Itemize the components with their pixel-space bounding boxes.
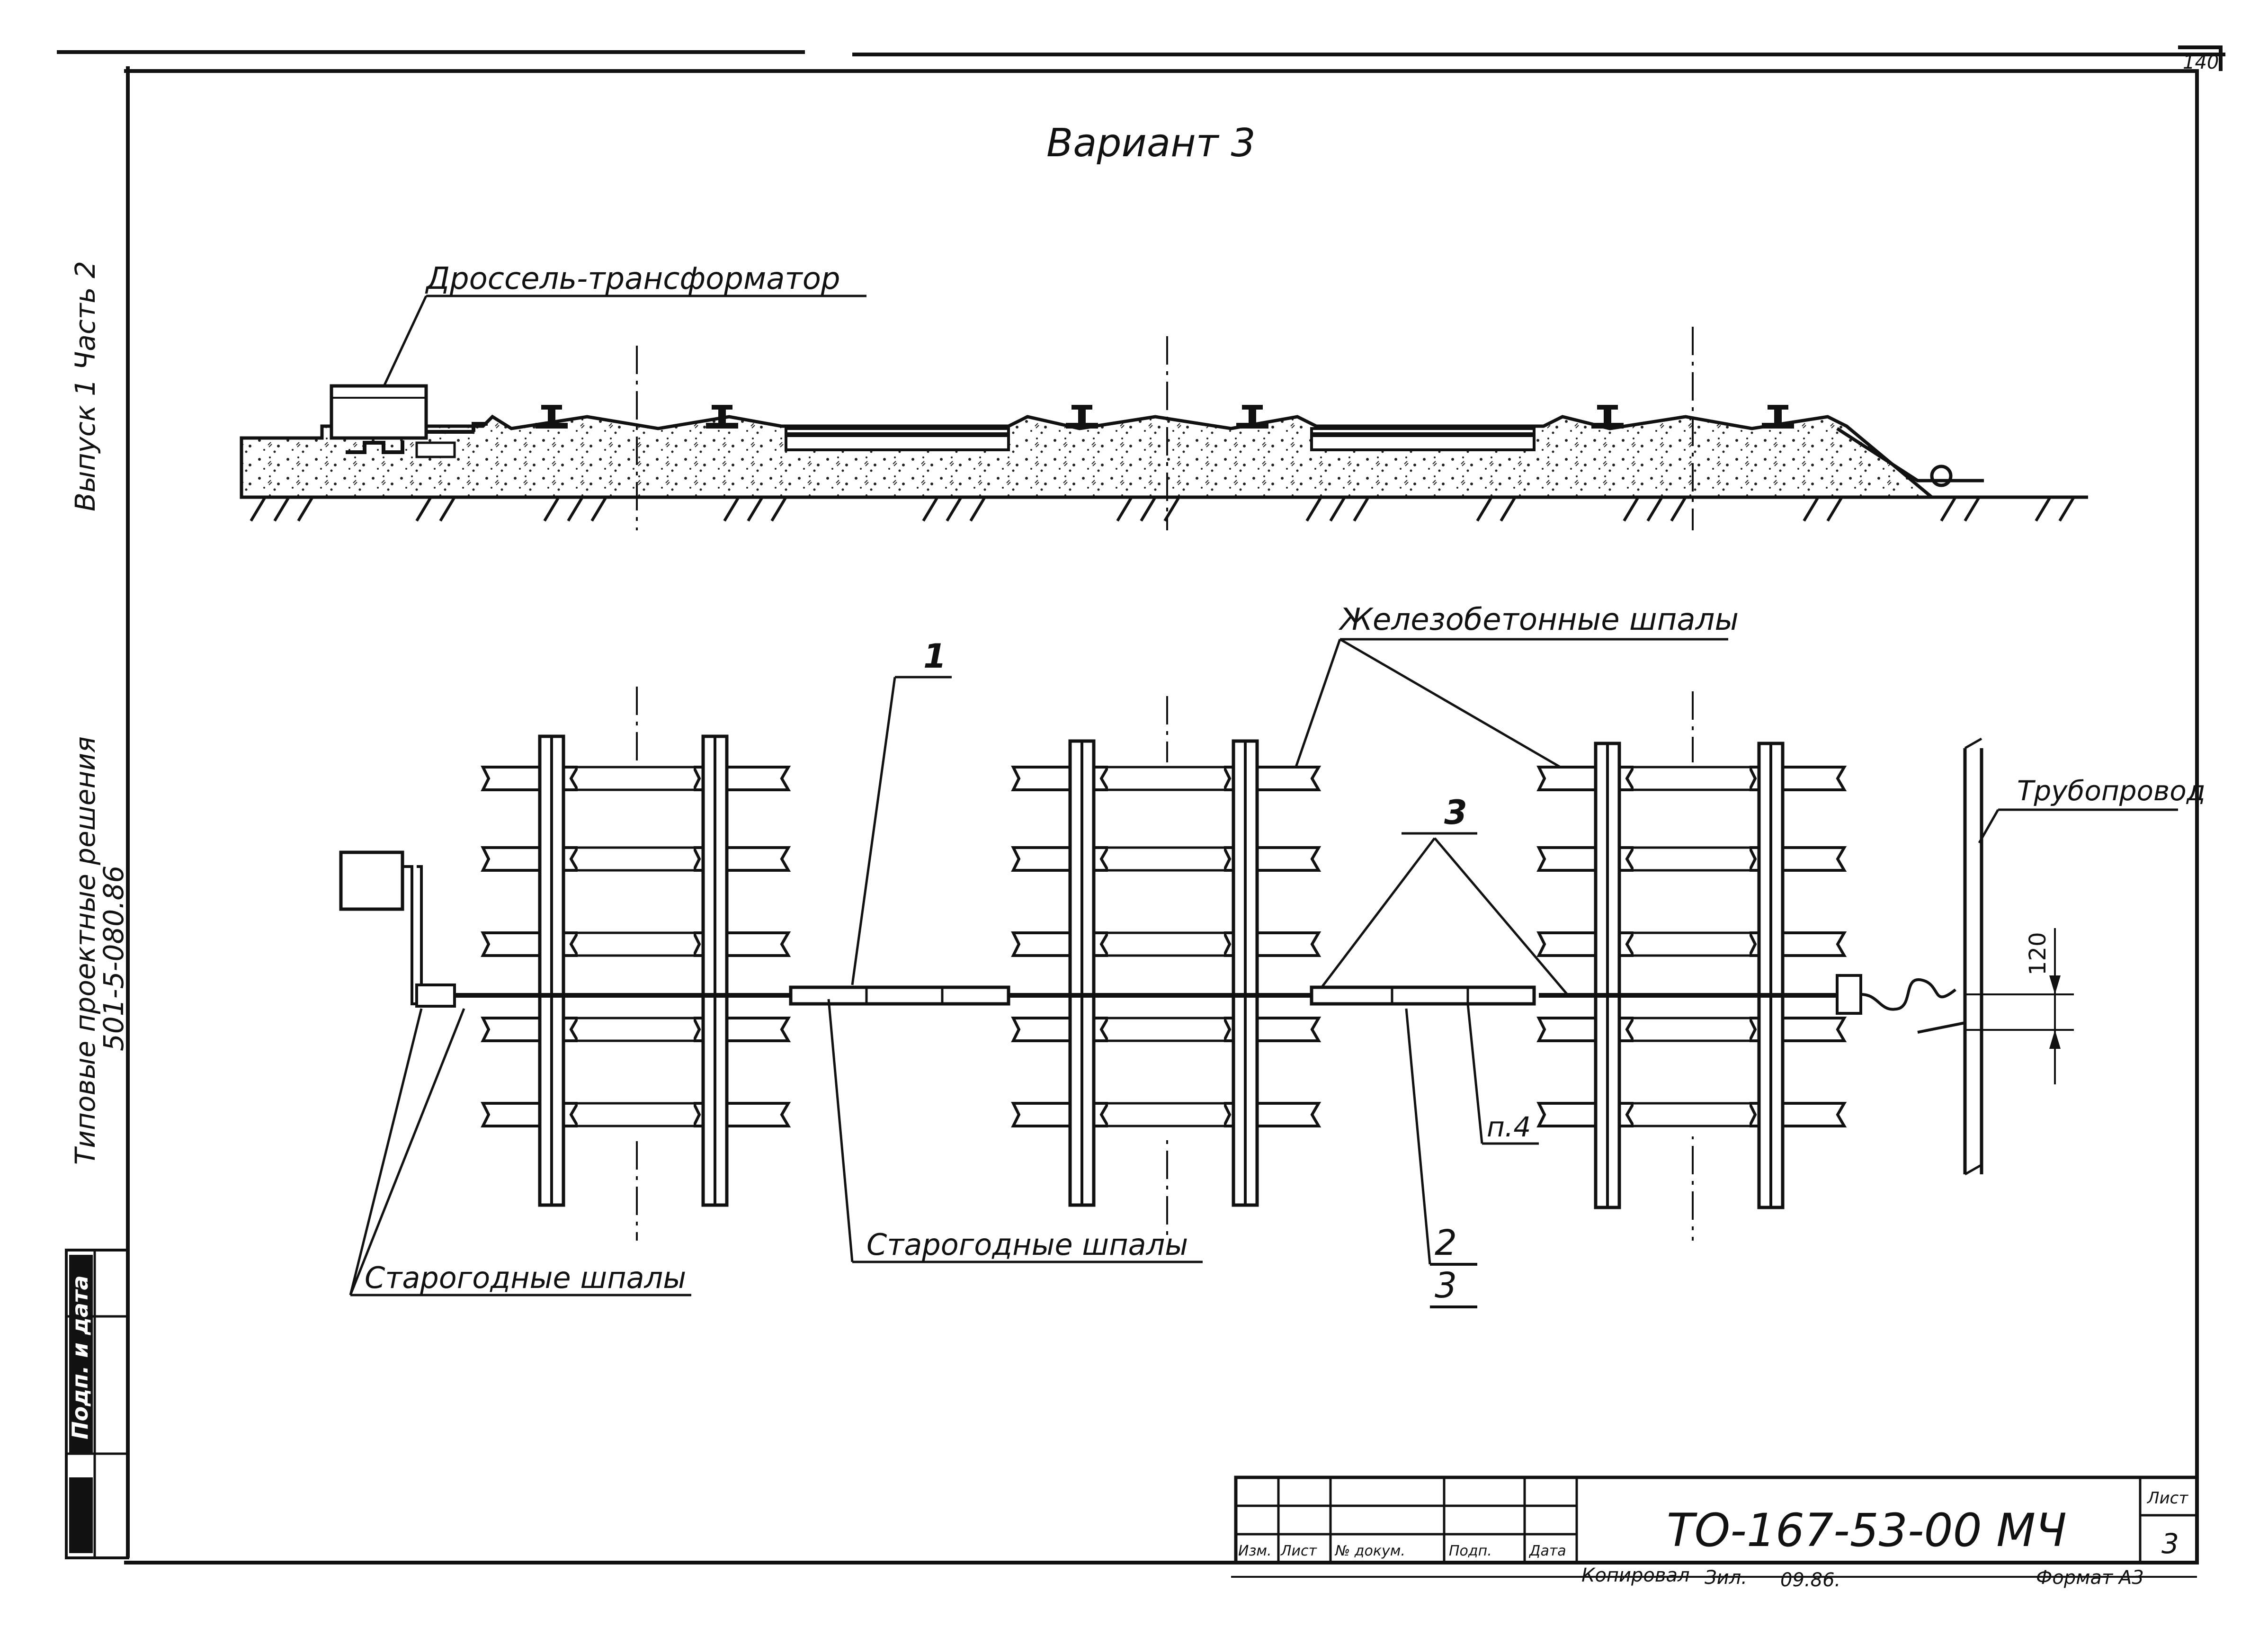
side-text-series: Типовые проектные решения (69, 736, 101, 1165)
label-pipeline: Трубопровод (2017, 775, 2205, 807)
title-block: Изм. Лист № докум. Подп. Дата ТО-167-53-… (1234, 1475, 2199, 1564)
label-old-sleepers-left: Старогодные шпалы (365, 1260, 686, 1295)
sheet-number: 3 (2161, 1528, 2179, 1560)
sleeper-block-section (785, 427, 1536, 451)
choke-transformer-section (330, 384, 456, 458)
choke-transformer-plan (339, 850, 456, 1008)
cable-route-plan (455, 974, 1956, 1015)
left-stamp: Подп. и дата (65, 1249, 129, 1559)
track-group-3 (1539, 742, 1844, 1209)
dimension-120-value: 120 (2025, 932, 2051, 975)
footer-copied: Копировал (1581, 1564, 1690, 1586)
fraction-top: 2 (1435, 1223, 1457, 1263)
col-signature: Подп. (1449, 1543, 1492, 1559)
footer-copied-sign: Зил. (1705, 1567, 1747, 1589)
section-view: Дроссель-трансформатор (240, 261, 2088, 530)
axis-lines-section (636, 327, 1694, 530)
label-old-sleepers-middle: Старогодные шпалы (866, 1227, 1188, 1262)
side-text: Выпуск 1 Часть 2 Типовые проектные решен… (69, 261, 130, 1165)
track-group-2 (1013, 739, 1319, 1207)
left-stamp-label: Подп. и дата (67, 1275, 93, 1439)
sheet-frame (57, 45, 2225, 1564)
label-concrete-sleepers: Железобетонные шпалы (1338, 602, 1739, 637)
col-date: Дата (1528, 1543, 1566, 1559)
side-text-issue: Выпуск 1 Часть 2 (69, 261, 101, 511)
callout-3: 3 (1444, 793, 1467, 832)
label-choke-transformer: Дроссель-трансформатор (425, 261, 840, 296)
col-change: Изм. (1238, 1543, 1272, 1559)
side-text-number: 501-5-080.86 (98, 866, 130, 1051)
sheet-label: Лист (2146, 1489, 2188, 1508)
title-block-columns: Изм. Лист № докум. Подп. Дата (1238, 1543, 1566, 1559)
dimension-120: 120 (1965, 928, 2074, 1084)
footer: Копировал Зил. 09.86. Формат А3 (1231, 1564, 2197, 1591)
cable-section (426, 422, 488, 434)
page-title: Вариант 3 (1046, 121, 1256, 166)
callout-p4: п.4 (1487, 1111, 1531, 1143)
footer-format: Формат А3 (2036, 1567, 2144, 1589)
col-sheet: Лист (1280, 1543, 1318, 1559)
sheet-corner-number: 140 (2183, 52, 2219, 73)
footer-copied-date: 09.86. (1780, 1569, 1840, 1591)
ground-hatching (250, 496, 2075, 522)
track-group-1 (483, 734, 788, 1207)
callout-1: 1 (923, 637, 946, 676)
document-designation: ТО-167-53-00 МЧ (1667, 1504, 2067, 1557)
pipeline-plan (1917, 737, 1983, 1176)
ballast-prism (240, 414, 1937, 499)
pipe-section (1836, 427, 1984, 487)
fraction-bottom: 3 (1435, 1265, 1457, 1306)
plan-view: Железобетонные шпалы 1 3 Трубопровод (339, 602, 2205, 1308)
col-doc-number: № докум. (1334, 1543, 1405, 1559)
